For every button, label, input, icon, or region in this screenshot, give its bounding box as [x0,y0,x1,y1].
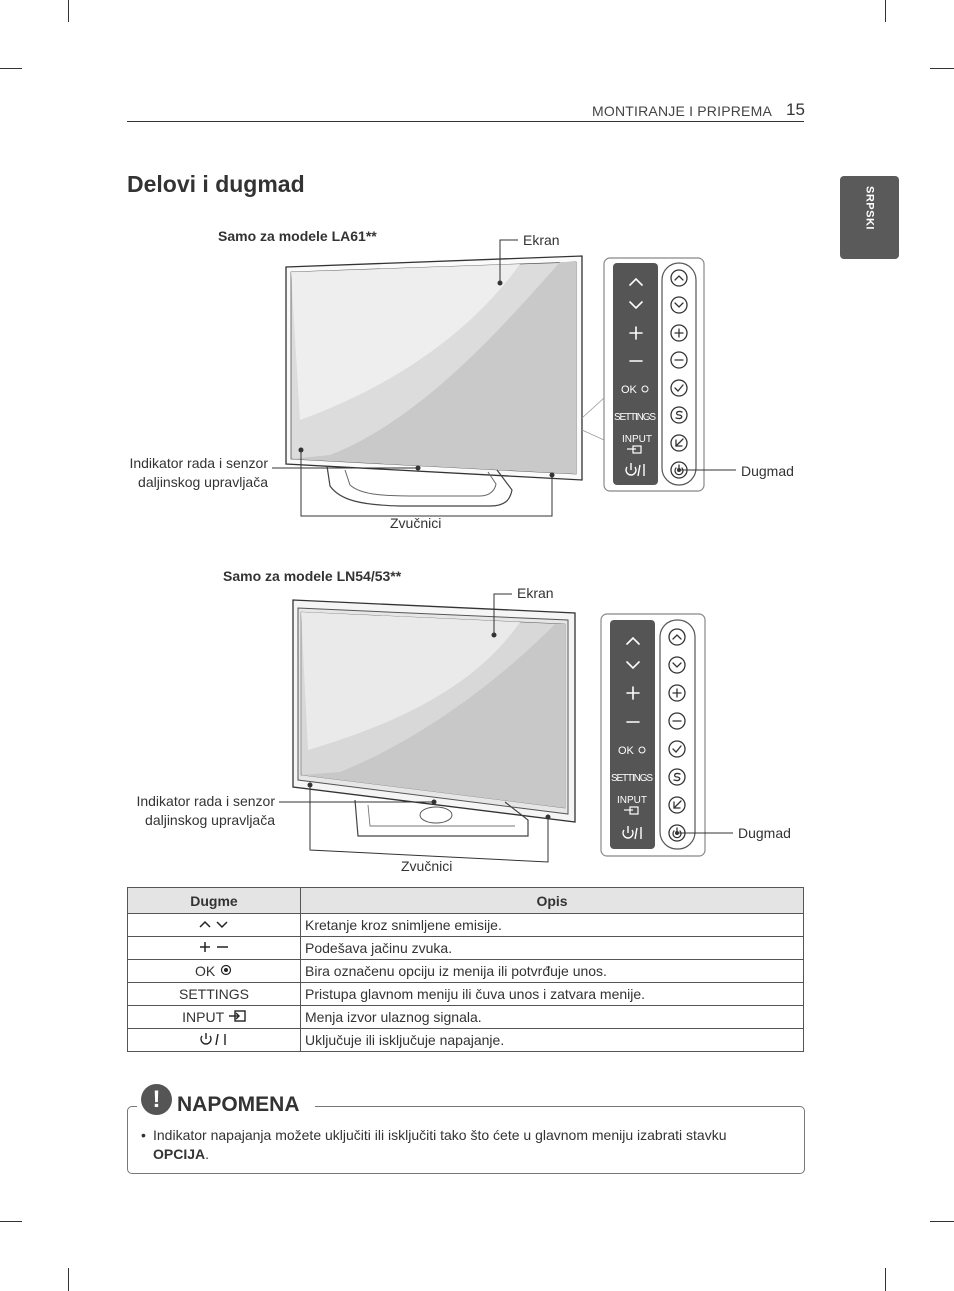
note-text-main: Indikator napajanja možete uključiti ili… [153,1127,727,1143]
table-cell-button [127,936,301,960]
table-cell-description: Menja izvor ulaznog signala. [300,1005,804,1029]
page-number: 15 [786,100,805,119]
language-tab: SRPSKI [840,176,899,259]
table-row: Podešava jačinu zvuka. [127,936,804,960]
note-title-gap [137,1096,315,1118]
figure1-model-label: Samo za modele LA61** [218,228,377,244]
section-title: Delovi i dugmad [127,171,305,197]
plus-minus-icon [200,942,228,952]
figure2-tv-illustration: OK SETTINGS INPUT [279,593,733,863]
table-row: Kretanje kroz snimljene emisije. [127,913,804,937]
crop-mark [885,1268,886,1291]
crop-mark [0,1221,22,1222]
table-header-description: Opis [300,887,804,914]
table-cell-button: INPUT [127,1005,301,1029]
indicator-label-line: Indikator rada i senzor [136,793,275,809]
figure1-indicator-label: Indikator rada i senzor daljinskog uprav… [100,454,268,492]
figure1-screen-label: Ekran [523,232,560,248]
running-header: MONTIRANJE I PRIPREMA [592,103,772,119]
ok-dot-icon [220,964,232,976]
crop-mark [68,1268,69,1291]
table-row: INPUT Menja izvor ulaznog signala. [127,1005,804,1029]
table-cell-description: Kretanje kroz snimljene emisije. [300,913,804,937]
table-row: Uključuje ili isključuje napajanje. [127,1028,804,1052]
header-rule [127,121,804,122]
crop-mark [68,0,69,22]
indicator-label-line: daljinskog upravljača [145,812,275,828]
exclamation-icon: ! [141,1084,172,1115]
table-cell-description: Pristupa glavnom meniju ili čuva unos i … [300,982,804,1006]
language-tab-label: SRPSKI [863,186,876,230]
figure2-indicator-label: Indikator rada i senzor daljinskog uprav… [107,792,275,830]
bullet-icon: • [141,1127,146,1143]
table-cell-button [127,913,301,937]
figure1-speakers-label: Zvučnici [390,515,442,531]
note-title: NAPOMENA [177,1093,300,1116]
table-header-button: Dugme [127,887,301,914]
note-text-end: . [205,1146,210,1162]
crop-mark [930,68,954,69]
panel-ok-text: OK [618,745,635,757]
figure2-buttons-label: Dugmad [738,825,791,841]
note-text: • Indikator napajanja možete uključiti i… [141,1126,781,1164]
table-cell-description: Uključuje ili isključuje napajanje. [300,1028,804,1052]
note-emphasis: OPCIJA [153,1146,206,1162]
figure1-tv-illustration: OK SETTINGS INPUT [272,239,736,517]
table-cell-button: SETTINGS [127,982,301,1006]
table-row: OK Bira označenu opciju iz menija ili po… [127,959,804,983]
note-box [127,1106,805,1174]
figure2-speakers-label: Zvučnici [401,858,453,874]
figure1-buttons-label: Dugmad [741,463,794,479]
indicator-label-line: Indikator rada i senzor [129,455,268,471]
figure2-screen-label: Ekran [517,585,554,601]
figure2-model-label: Samo za modele LN54/53** [223,568,402,584]
power-icon [200,1032,226,1045]
table-cell-button [127,1028,301,1052]
crop-mark [885,0,886,22]
panel-input-text: INPUT [617,795,647,806]
table-cell-description: Podešava jačinu zvuka. [300,936,804,960]
input-icon [228,1010,246,1022]
table-cell-description: Bira označenu opciju iz menija ili potvr… [300,959,804,983]
crop-mark [930,1221,954,1222]
table-row: SETTINGS Pristupa glavnom meniju ili čuv… [127,982,804,1006]
note-body: Indikator napajanja možete uključiti ili… [153,1126,781,1164]
table-cell-button: OK [127,959,301,983]
crop-mark [0,68,22,69]
input-label: INPUT [182,1009,224,1025]
buttons-table: Dugme Opis Kretanje kroz snimljene emisi… [127,887,804,1052]
panel-input-text: INPUT [622,434,652,445]
up-down-arrows-icon [199,920,228,929]
panel-settings-text: SETTINGS [611,773,653,784]
panel-settings-text: SETTINGS [614,412,656,423]
panel-ok-text: OK [621,384,638,396]
ok-label: OK [194,963,216,979]
indicator-label-line: daljinskog upravljača [138,474,268,490]
